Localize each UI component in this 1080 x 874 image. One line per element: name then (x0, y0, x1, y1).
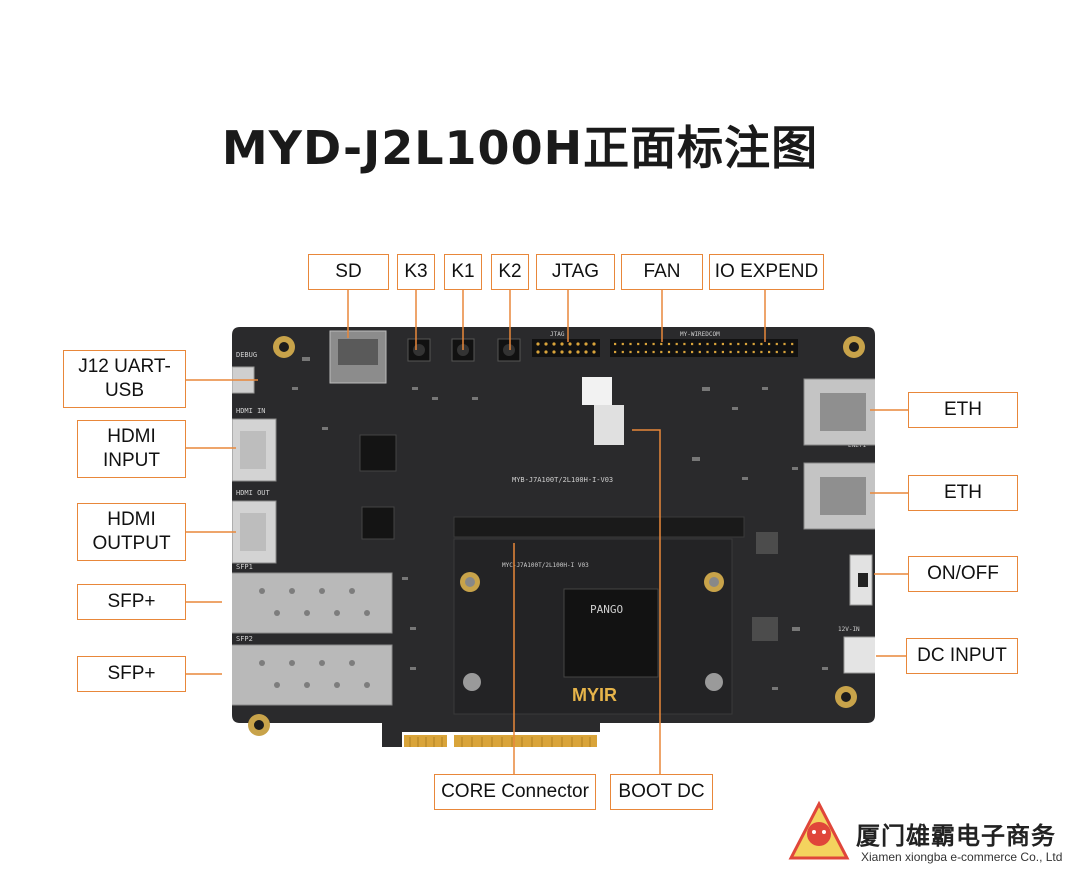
label-dc-input: DC INPUT (906, 638, 1018, 674)
silk-model: MYB-J7A100T/2L100H-I-V03 (512, 476, 613, 484)
brand-name-cn: 厦门雄霸电子商务 (856, 822, 1056, 850)
label-k1: K1 (444, 254, 482, 290)
pcie-gold-fingers (404, 735, 597, 747)
myir-logo: MYIR (572, 685, 617, 705)
silk-hdmi-out: HDMI OUT (236, 489, 271, 497)
page-title: MYD-J2L100H正面标注图 (221, 121, 819, 175)
label-hdmi-output: HDMI OUTPUT (77, 503, 186, 561)
silk-12v: 12V-IN (838, 626, 860, 633)
silk-sfp2: SFP2 (236, 635, 253, 643)
label-k3: K3 (397, 254, 435, 290)
silk-debug: DEBUG (236, 351, 257, 359)
silk-core-model: MYC-J7A100T/2L100H-I V03 (502, 562, 589, 569)
label-jtag: JTAG (536, 254, 615, 290)
brand-name-en: Xiamen xiongba e-commerce Co., Ltd (861, 850, 1063, 864)
board-photo: PANGO MYIR MYB-J7A100T/2L100H-I-V03 MYC-… (232, 327, 875, 747)
bear-logo-icon (788, 800, 850, 860)
label-sfp-2: SFP+ (77, 656, 186, 692)
silk-sfp1: SFP1 (236, 563, 253, 571)
label-on-off: ON/OFF (908, 556, 1018, 592)
label-boot-dc: BOOT DC (610, 774, 713, 810)
silk-jtag: JTAG (550, 331, 565, 338)
sfp-cages (232, 572, 393, 706)
push-buttons (407, 338, 521, 362)
label-fan: FAN (621, 254, 703, 290)
label-hdmi-input: HDMI INPUT (77, 420, 186, 478)
chip-brand: PANGO (590, 603, 623, 616)
label-core-connector: CORE Connector (434, 774, 596, 810)
label-sfp-1: SFP+ (77, 584, 186, 620)
label-eth-2: ETH (908, 475, 1018, 511)
label-j12-uart-usb: J12 UART-USB (63, 350, 186, 408)
silk-wiredcom: MY-WIREDCOM (680, 331, 720, 338)
label-sd: SD (308, 254, 389, 290)
silk-hdmi-in: HDMI IN (236, 407, 266, 415)
mounting-holes (248, 336, 865, 736)
label-eth-1: ETH (908, 392, 1018, 428)
label-k2: K2 (491, 254, 529, 290)
label-io-expend: IO EXPEND (709, 254, 824, 290)
